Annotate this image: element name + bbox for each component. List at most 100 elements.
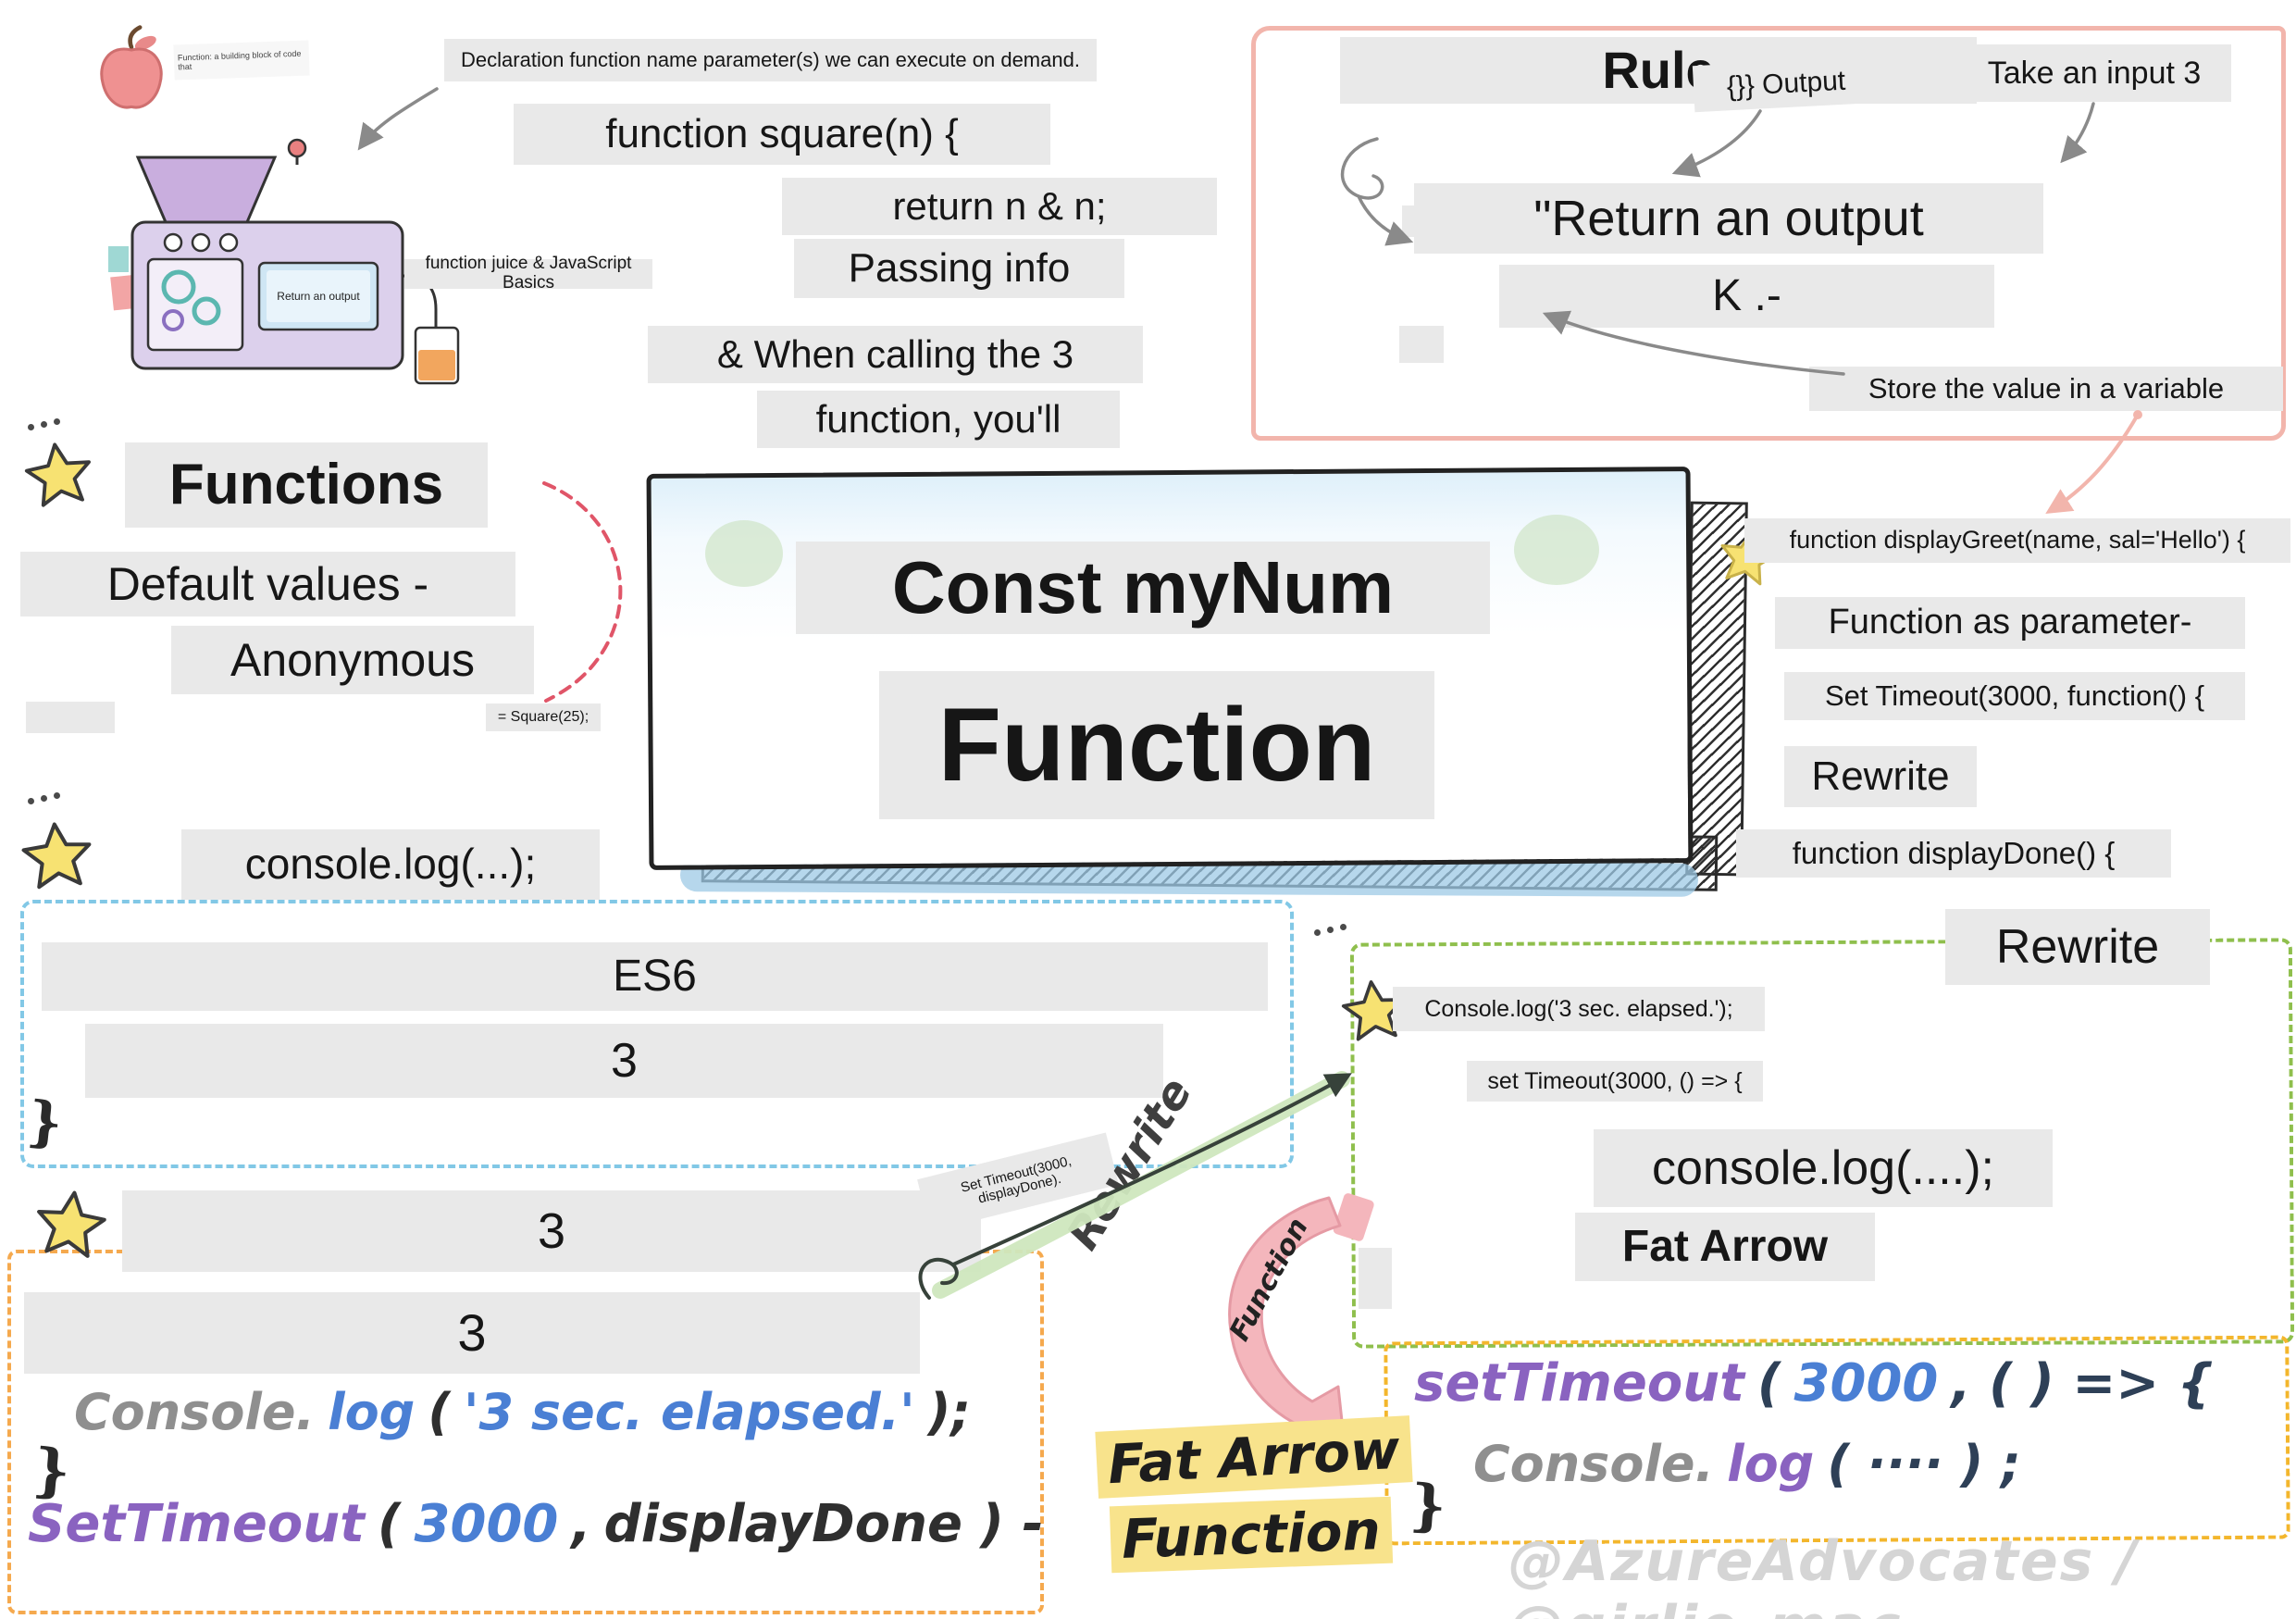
yb-args: ( ···· ) ;	[1827, 1435, 2021, 1493]
machine-caption-text: function juice & JavaScript Basics	[425, 254, 632, 293]
green-line1: Console.log('3 sec. elapsed.');	[1393, 987, 1765, 1031]
es6-title: ES6	[42, 942, 1268, 1011]
handwritten-console-line: Console.log('3 sec. elapsed.');	[74, 1383, 971, 1441]
rule-smudge-1	[1402, 205, 1441, 237]
dots-decor-2	[28, 798, 34, 804]
display-done-text: function displayDone() {	[1792, 836, 2116, 871]
hand-string-arg: '3 sec. elapsed.'	[464, 1383, 915, 1441]
hand-close-paren: );	[927, 1383, 971, 1441]
yb-log-word: log	[1727, 1435, 1815, 1493]
yellow-line1: setTimeout(3000, ( ) => {	[1414, 1353, 2215, 1414]
center-title-line1-text: Const myNum	[891, 545, 1395, 629]
green-line3: console.log(....);	[1594, 1129, 2053, 1207]
green-smudge	[1359, 1248, 1392, 1309]
rewrite-big-text: Rewrite	[1995, 919, 2160, 974]
rule-return-output: "Return an output	[1414, 183, 2043, 254]
machine-caption: function juice & JavaScript Basics	[404, 255, 652, 293]
code-return-line-text: return n & n;	[892, 184, 1107, 229]
declaration-note-text: Declaration function name parameter(s) w…	[461, 48, 1080, 72]
yb-settimeout-word: setTimeout	[1414, 1353, 1744, 1414]
hand-paren: (	[428, 1383, 452, 1441]
console-log-label-text: console.log(...);	[244, 840, 537, 889]
fat-arrow-label-line2: Function	[1109, 1496, 1393, 1574]
hand-comma: ,	[571, 1494, 591, 1554]
star-row-value-text: 3	[537, 1202, 566, 1259]
functions-smudge	[26, 702, 115, 733]
handwritten-settimeout-line: SetTimeout(3000,displayDone ) -	[28, 1494, 1044, 1554]
when-calling-line1-text: & When calling the 3	[716, 332, 1074, 377]
yb-arrow-rest: , ( ) => {	[1951, 1353, 2215, 1414]
rule-output-label: {}} Output	[1692, 56, 1880, 113]
rule-take-input: Take an input 3	[1957, 44, 2231, 102]
es6-box-outline	[20, 900, 1294, 1168]
hand-open-paren: (	[377, 1494, 402, 1554]
yellow-line2: Console.log( ···· ) ;	[1473, 1435, 2021, 1493]
display-done-line: function displayDone() {	[1736, 829, 2171, 878]
star-row-value: 3	[122, 1190, 981, 1272]
rewrite-big-line: Rewrite	[1945, 909, 2210, 985]
functions-line2: Anonymous	[171, 626, 534, 694]
star-icon	[21, 822, 92, 890]
code-return-line: return n & n;	[782, 178, 1217, 235]
watermark: @AzureAdvocates / @girlie_mac	[1508, 1529, 2139, 1619]
when-calling-line1: & When calling the 3	[648, 326, 1143, 383]
square-call-note-text: = Square(25);	[497, 709, 590, 726]
hand-3000: 3000	[414, 1494, 559, 1554]
rule-title: Rule	[1340, 37, 1977, 104]
functions-line1: Default values -	[20, 552, 515, 616]
green-line4: Fat Arrow	[1575, 1213, 1875, 1281]
declaration-note: Declaration function name parameter(s) w…	[444, 39, 1097, 81]
machine-screen-label: Return an output	[277, 290, 360, 303]
display-greet-text: function displayGreet(name, sal='Hello')…	[1789, 526, 2246, 554]
functions-line2-text: Anonymous	[230, 634, 476, 686]
set-timeout-text: Set Timeout(3000, function() {	[1824, 679, 2205, 713]
green-line2-text: set Timeout(3000, () => {	[1487, 1067, 1743, 1094]
yellow-brace: }	[1408, 1472, 1448, 1540]
star-icon	[37, 1190, 106, 1258]
juicer-machine-illustration: Return an output	[108, 138, 460, 385]
square-call-note: = Square(25);	[486, 704, 601, 731]
when-calling-line2: function, you'll	[757, 391, 1120, 448]
yb-console-word: Console.	[1473, 1435, 1715, 1493]
fn-as-param-line: Function as parameter-	[1775, 597, 2245, 649]
yb-3000: 3000	[1793, 1353, 1939, 1414]
rule-k-line: K .-	[1499, 265, 1994, 328]
star-icon	[24, 442, 91, 507]
dots-decor-1	[28, 424, 34, 430]
code-function-square: function square(n) {	[514, 104, 1050, 165]
center-green-blob-right	[1514, 515, 1599, 585]
rule-smudge-2	[1399, 326, 1444, 363]
es6-title-text: ES6	[613, 952, 697, 1002]
green-line4-text: Fat Arrow	[1621, 1222, 1829, 1272]
yb-open-paren: (	[1756, 1353, 1781, 1414]
when-calling-line2-text: function, you'll	[815, 397, 1061, 442]
rule-k-line-text: K .-	[1712, 271, 1781, 321]
es6-brace: }	[24, 1089, 66, 1155]
hand-log-word: log	[328, 1383, 416, 1441]
red-dashed-curve	[542, 481, 623, 703]
functions-title: Functions	[125, 442, 488, 528]
passing-info-label: Passing info	[794, 239, 1124, 298]
hand-displaydone: displayDone ) -	[603, 1494, 1044, 1554]
green-line2: set Timeout(3000, () => {	[1467, 1061, 1763, 1102]
display-greet-line: function displayGreet(name, sal='Hello')…	[1744, 518, 2290, 563]
apple-icon	[100, 25, 163, 109]
rule-box-outline	[1251, 26, 2286, 441]
dots-decor-3	[1314, 929, 1321, 936]
fn-as-param-text: Function as parameter-	[1828, 603, 2192, 642]
code-function-square-text: function square(n) {	[605, 111, 959, 157]
es6-value-text: 3	[611, 1033, 638, 1088]
rewrite-small-text: Rewrite	[1811, 753, 1950, 800]
orange-value-text: 3	[457, 1302, 487, 1362]
rule-output-label-text: {}} Output	[1725, 65, 1846, 103]
set-timeout-line: Set Timeout(3000, function() {	[1784, 672, 2245, 720]
es6-value: 3	[85, 1024, 1163, 1098]
console-log-label: console.log(...);	[181, 829, 600, 900]
rewrite-small-line: Rewrite	[1784, 746, 1977, 807]
center-title-line2-text: Function	[937, 686, 1376, 803]
rule-return-output-text: "Return an output	[1533, 190, 1924, 246]
hand-console-word: Console.	[74, 1383, 316, 1441]
center-title-line2: Function	[879, 671, 1434, 819]
rule-store-value-text: Store the value in a variable	[1868, 372, 2225, 405]
